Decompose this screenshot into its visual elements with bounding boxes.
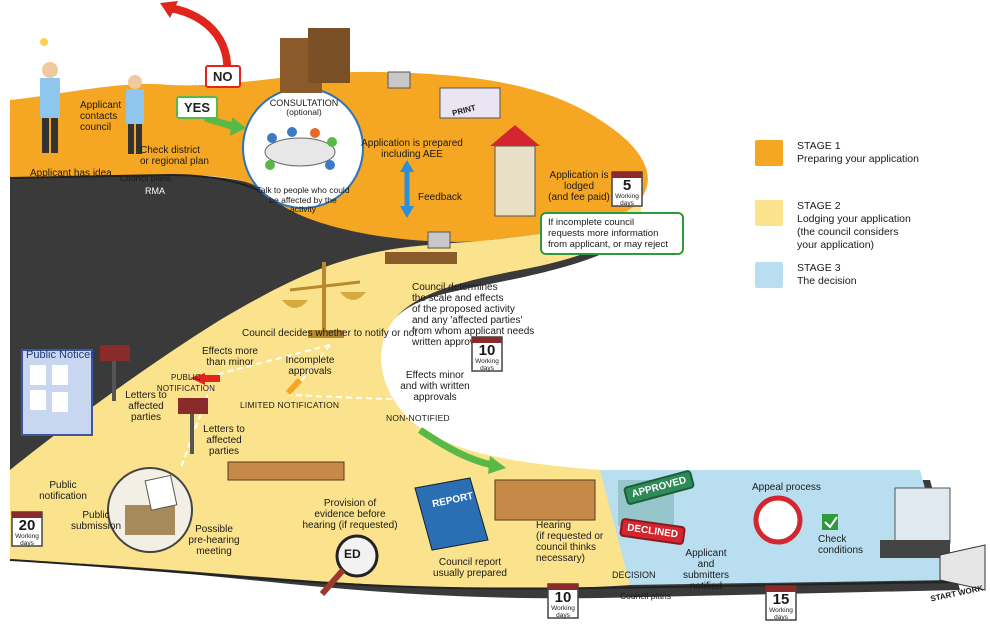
rma-top: RMA: [145, 186, 165, 196]
council-plans-top: Council plans: [120, 173, 172, 183]
public-notification-arrow-shaft: [205, 375, 220, 382]
label-check-conditions: Check conditions: [818, 534, 864, 556]
calendar-15-days: 15 Working days: [764, 582, 798, 622]
public-notification-arrow: [190, 373, 205, 385]
label-check-district: Check district or regional plan: [140, 145, 209, 167]
limited-arrow: [285, 377, 303, 396]
yes-arrowhead: [230, 117, 246, 136]
consultation-optional: (optional): [286, 107, 322, 117]
label-application-lodged: Application is lodged (and fee paid): [548, 170, 610, 203]
calendar-20-text: Working days: [15, 533, 39, 547]
report-book: [414, 477, 489, 551]
label-public-notification-route: PUBLIC NOTIFICATION: [156, 373, 216, 393]
label-applicant-notified: Applicant and submitters notified: [682, 548, 730, 592]
label-applicant-contacts: Applicant contacts council: [80, 100, 122, 133]
bulldozer-icon: [880, 487, 986, 591]
label-application-prepared: Application is prepared including AEE: [361, 138, 463, 160]
label-feedback: Feedback: [418, 192, 462, 203]
calendar-5-num: 5: [622, 177, 632, 194]
feedback-arrowhead-up: [400, 160, 414, 172]
label-limited-notification: LIMITED NOTIFICATION: [240, 400, 340, 410]
non-notified-arrowhead: [488, 456, 506, 474]
mailbox-2: [178, 398, 208, 414]
label-council-decides: Council decides whether to notify or not: [242, 328, 418, 339]
council-plans-bottom: Council plans: [620, 591, 672, 601]
calendar-10a-num: 10: [478, 342, 496, 359]
label-non-notified: NON-NOTIFIED: [386, 413, 450, 423]
label-council-determines: Council determines the scale and effects…: [412, 282, 535, 348]
bookshelf-2: [308, 28, 350, 83]
incomplete-info-box: If incomplete council requests more info…: [540, 212, 684, 255]
label-letters-1: Letters to affected parties: [125, 390, 167, 423]
calendar-20-num: 20: [18, 517, 36, 534]
calendar-5-text: Working days: [615, 193, 639, 207]
applicant-with-papers-figure: [126, 75, 144, 154]
label-council-report: Council report usually prepared: [433, 557, 507, 579]
no-arrowhead: [160, 1, 178, 18]
calendar-10-days-a: 10 Working days: [470, 333, 504, 373]
mailbox-1: [100, 345, 130, 361]
ed-label: ED: [344, 547, 361, 561]
calendar-10-days-b: 10 Working days: [546, 580, 580, 620]
applicant-figure: [40, 62, 60, 153]
calendar-5-days: 5 Working days: [610, 168, 644, 208]
hearing-table: [494, 479, 596, 521]
appeal-circle: [753, 495, 803, 545]
calendar-10b-text: Working days: [551, 605, 575, 619]
label-provision-evidence: Provision of evidence before hearing (if…: [302, 498, 398, 531]
legend-stage2-swatch: [755, 200, 783, 226]
legend-stage3-swatch: [755, 262, 783, 288]
label-hearing: Hearing (if requested or council thinks …: [536, 520, 604, 564]
limited-dashes: [287, 344, 411, 401]
calendar-20-days: 20 Working days: [10, 508, 44, 548]
calendar-15-text: Working days: [769, 607, 793, 621]
label-applicant-idea: Applicant has idea: [30, 168, 112, 179]
public-notices-title: Public Notices: [26, 349, 96, 361]
council-desk: [385, 252, 457, 264]
non-notified-arrow: [418, 427, 493, 469]
label-public-notification: Public notification: [39, 480, 87, 502]
magnifier-icon: [335, 534, 379, 578]
calendar-10a-text: Working days: [475, 358, 499, 372]
label-decision: DECISION: [612, 570, 656, 580]
label-incomplete-approvals: Incomplete approvals: [285, 355, 335, 377]
label-letters-2: Letters to affected parties: [203, 424, 245, 457]
pre-hearing-table: [227, 461, 345, 481]
lodging-roof: [490, 125, 540, 146]
consultation-text: Talk to people who could be affected by …: [256, 185, 350, 214]
feedback-arrowhead-down: [400, 206, 414, 218]
computer-monitor: [387, 71, 411, 89]
label-public-submission: Public submission: [70, 510, 122, 532]
label-effects-more: Effects more than minor: [202, 346, 258, 368]
lightbulb-icon: [40, 38, 48, 46]
printer-icon: [439, 87, 501, 119]
calendar-10b-num: 10: [554, 589, 572, 606]
scales-icon: [282, 262, 366, 338]
label-appeal-process: Appeal process: [752, 482, 821, 493]
calendar-15-num: 15: [772, 591, 790, 608]
consultation-table: [264, 137, 336, 167]
rma-bottom: RMA: [640, 604, 660, 614]
label-pre-hearing: Possible pre-hearing meeting: [188, 524, 240, 557]
lodging-building: [494, 145, 536, 217]
legend-stage1-swatch: [755, 140, 783, 166]
yes-tag: YES: [176, 96, 219, 119]
consultation-title: CONSULTATION: [269, 98, 339, 108]
road-edge-bottom: [9, 559, 951, 590]
label-effects-minor: Effects minor and with written approvals: [400, 370, 470, 403]
check-box-icon: [822, 514, 838, 530]
no-tag: NO: [205, 65, 241, 88]
yes-arrow: [204, 114, 233, 130]
council-computer: [427, 231, 451, 249]
